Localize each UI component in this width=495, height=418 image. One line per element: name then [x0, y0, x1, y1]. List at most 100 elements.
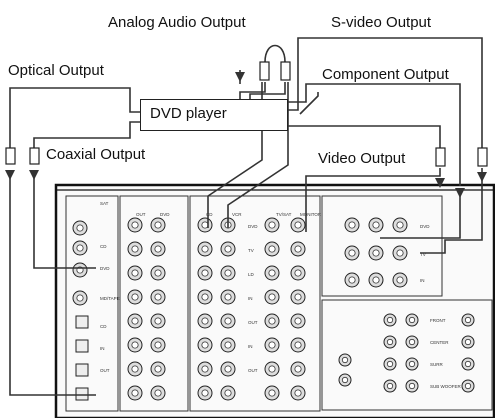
jack-center — [132, 342, 138, 348]
jack-label: SUB WOOFER — [430, 384, 462, 389]
jack-label: OUT — [136, 212, 146, 217]
jack-label: IN — [248, 296, 253, 301]
analog-plug-left — [260, 62, 269, 80]
jack-center — [202, 318, 208, 324]
jack-label: VCR — [232, 212, 242, 217]
jack-label: FRONT — [430, 318, 446, 323]
coaxial-output-label: Coaxial Output — [46, 147, 145, 162]
video-plug — [436, 148, 445, 166]
jack-center — [77, 295, 83, 301]
jack-center — [295, 342, 301, 348]
jack-center — [225, 390, 231, 396]
jack-label: LD — [248, 272, 255, 277]
jack-label: DVD — [420, 224, 430, 229]
jack-center — [155, 366, 161, 372]
jack-center — [269, 222, 275, 228]
svideo-output-label: S-video Output — [331, 15, 431, 30]
jack-center — [202, 390, 208, 396]
jack-center — [465, 361, 470, 366]
jack-center — [397, 277, 403, 283]
jack-center — [132, 366, 138, 372]
jack-center — [295, 390, 301, 396]
jack-label: OUT — [248, 320, 258, 325]
jack-center — [202, 294, 208, 300]
jack-center — [269, 294, 275, 300]
jack-center — [349, 250, 355, 256]
optical-cable — [10, 88, 140, 152]
jack-center — [155, 318, 161, 324]
dvd-player-label: DVD player — [150, 106, 227, 121]
jack-center — [202, 342, 208, 348]
svideo-plug — [478, 148, 487, 166]
jack-center — [132, 270, 138, 276]
jack-center — [269, 318, 275, 324]
jack-center — [77, 225, 83, 231]
optical-jack — [76, 364, 88, 376]
jack-center — [77, 245, 83, 251]
jack-center — [409, 317, 414, 322]
jack-label: SURR — [430, 362, 444, 367]
jack-center — [373, 222, 379, 228]
analog-audio-cable-right — [250, 82, 285, 99]
jack-center — [409, 383, 414, 388]
av-receiver-rear-panel: SATCDDVDMD/TAPECDINOUTDVDTVLDINOUTINOUTD… — [56, 185, 494, 418]
jack-center — [295, 246, 301, 252]
jack-center — [465, 383, 470, 388]
jack-center — [155, 222, 161, 228]
jack-center — [269, 246, 275, 252]
jack-center — [225, 366, 231, 372]
jack-label: MD/TAPE — [100, 296, 120, 301]
jack-center — [132, 294, 138, 300]
jack-label: OUT — [100, 368, 110, 373]
jack-center — [342, 357, 347, 362]
jack-center — [132, 246, 138, 252]
jack-center — [295, 318, 301, 324]
jack-center — [155, 390, 161, 396]
jack-center — [155, 294, 161, 300]
jack-center — [202, 270, 208, 276]
video-cable — [288, 126, 440, 150]
jack-center — [465, 317, 470, 322]
component-cable-3 — [300, 92, 318, 114]
jack-label: SAT — [100, 201, 109, 206]
optical-arrow — [5, 170, 15, 180]
jack-center — [465, 339, 470, 344]
jack-center — [387, 383, 392, 388]
analog-loop — [265, 46, 285, 63]
jack-center — [397, 250, 403, 256]
optical-jack — [76, 316, 88, 328]
component-output-label: Component Output — [322, 67, 449, 82]
jack-center — [349, 222, 355, 228]
analog-plug-right — [281, 62, 290, 80]
jack-center — [132, 222, 138, 228]
analog-audio-output-label: Analog Audio Output — [108, 15, 246, 30]
jack-label: IN — [100, 346, 105, 351]
jack-label: CENTER — [430, 340, 449, 345]
video-output-label: Video Output — [318, 151, 405, 166]
coaxial-arrow — [29, 170, 39, 180]
jack-label: OUT — [248, 368, 258, 373]
svideo-arrow — [477, 172, 487, 182]
optical-jack — [76, 388, 88, 400]
jack-center — [225, 318, 231, 324]
jack-center — [269, 366, 275, 372]
jack-label: CD — [206, 212, 213, 217]
jack-label: IN — [420, 278, 425, 283]
jack-label: TV — [248, 248, 254, 253]
jack-center — [269, 270, 275, 276]
jack-center — [342, 377, 347, 382]
jack-label: DVD — [248, 224, 258, 229]
jack-center — [132, 390, 138, 396]
jack-center — [387, 361, 392, 366]
jack-center — [295, 294, 301, 300]
jack-center — [225, 294, 231, 300]
svideo-cable — [288, 38, 482, 150]
jack-center — [373, 277, 379, 283]
jack-center — [155, 342, 161, 348]
coaxial-plug — [30, 148, 39, 164]
jack-center — [409, 361, 414, 366]
jack-label: TV/SAT — [276, 212, 292, 217]
jack-center — [202, 366, 208, 372]
jack-label: DVD — [100, 266, 110, 271]
jack-center — [225, 246, 231, 252]
